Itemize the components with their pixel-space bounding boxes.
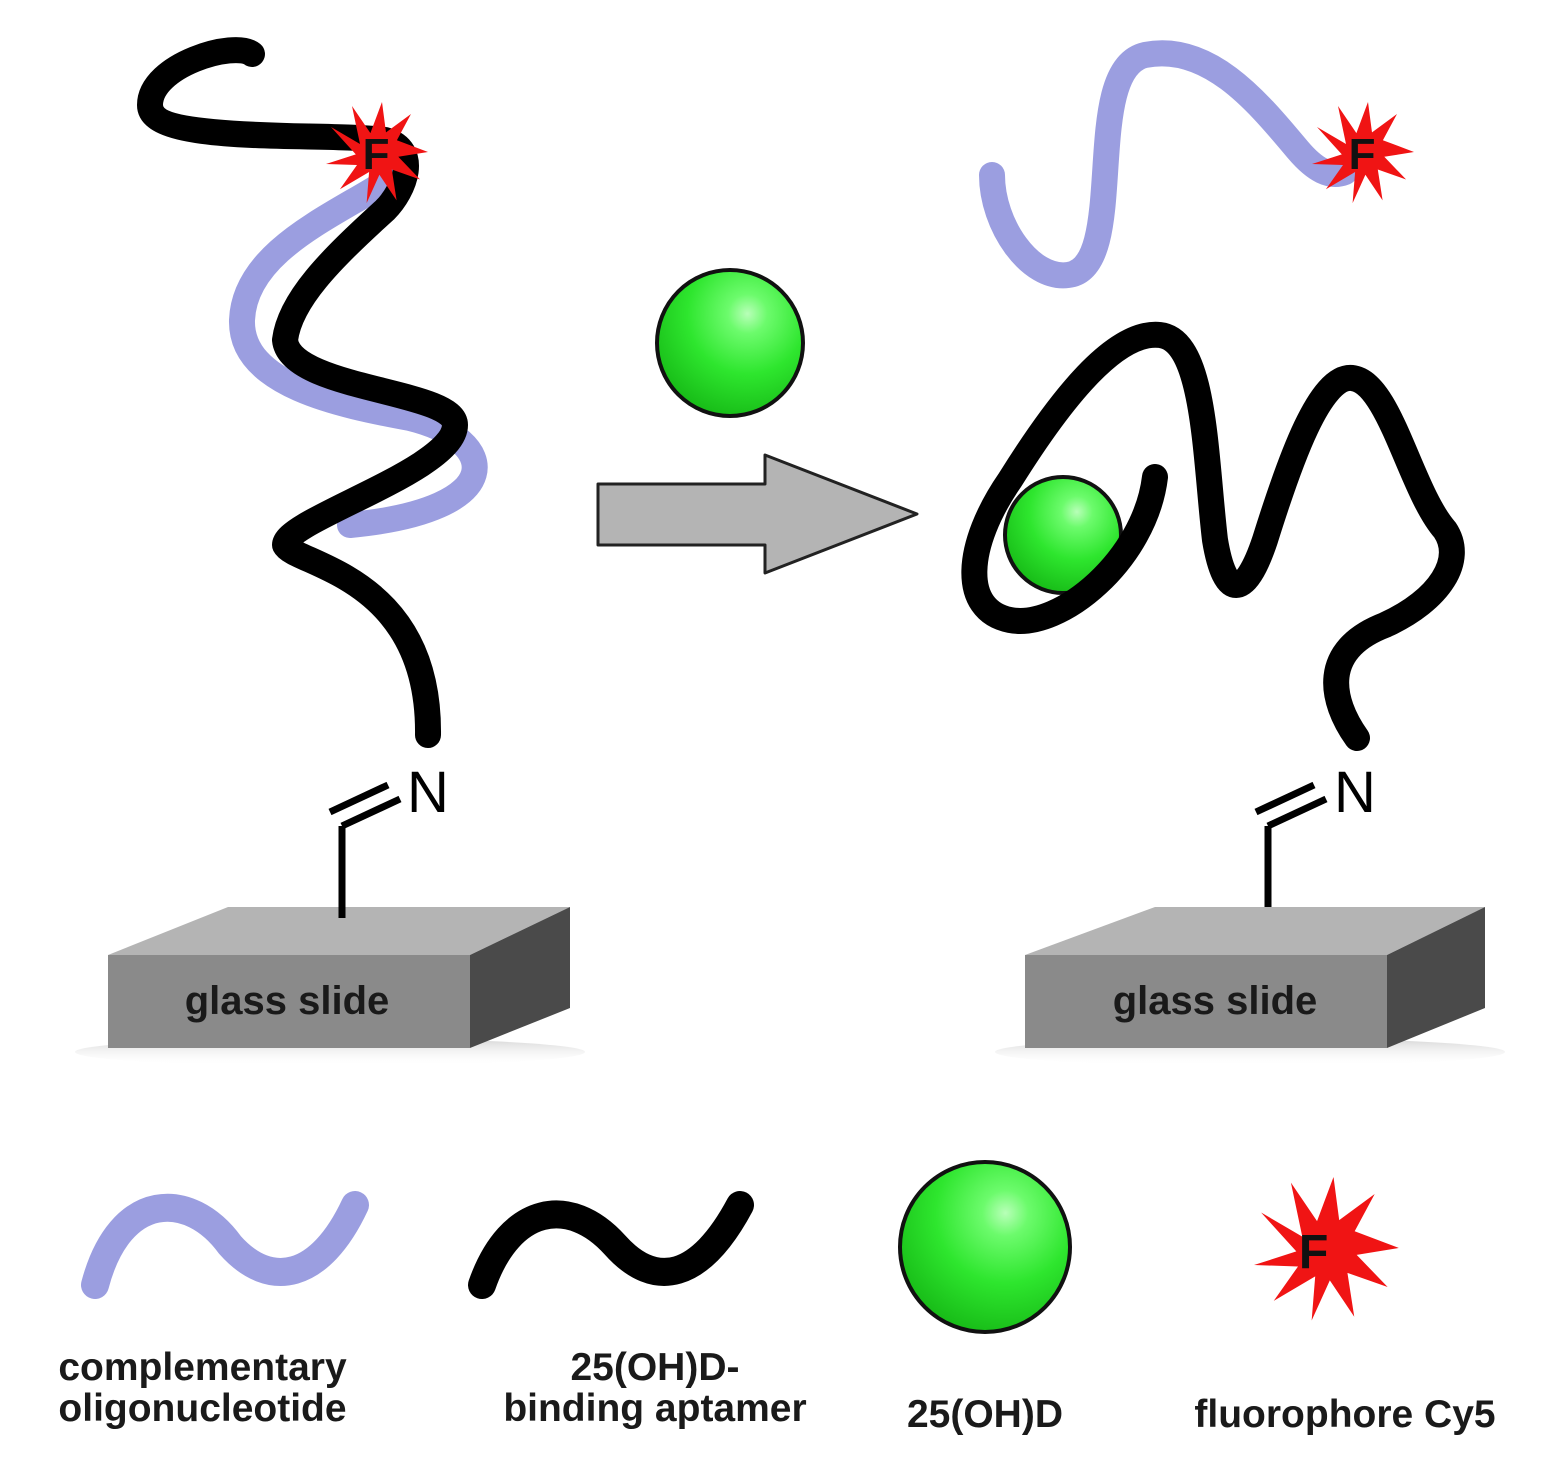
right-glass-slide: glass slide [995,907,1505,1066]
target-molecule-free [655,268,805,418]
legend-label-complementary-line1: complementary [58,1346,347,1389]
right-nitrogen-label: N [1334,760,1376,825]
left-complementary-strand [228,159,488,538]
right-panel: F N glass slide [961,40,1505,1066]
right-complementary-strand-released [979,40,1358,289]
left-slide-label: glass slide [185,979,390,1023]
right-fluorophore: F [1312,102,1414,204]
right-imine-linker [1254,781,1328,918]
left-fluorophore: F [326,102,428,204]
right-aptamer-strand-folded [961,321,1465,751]
legend-aptamer-strand-icon [468,1191,754,1299]
legend-label-complementary: complementary oligonucleotide [10,1347,395,1430]
right-slide-front [1025,955,1387,1048]
legend-fluorophore-icon: F [1254,1177,1399,1321]
legend-complementary-strand-icon [81,1191,369,1299]
left-slide-front [108,955,470,1048]
legend-target-molecule-icon [898,1160,1072,1334]
left-imine-linker [328,781,402,918]
left-fluorophore-letter: F [363,130,390,179]
legend-label-target: 25(OH)D [870,1393,1100,1436]
left-aptamer-strand [137,37,468,748]
right-slide-label: glass slide [1113,979,1318,1023]
legend-fluorophore-letter: F [1299,1225,1328,1279]
legend-symbols: F [81,1160,1399,1334]
right-slide-top [1025,907,1485,955]
left-slide-top [108,907,570,955]
legend-label-fluorophore: fluorophore Cy5 [1140,1393,1550,1436]
left-panel: glass slide N F [75,37,585,1066]
left-glass-slide: glass slide [75,907,585,1066]
legend-label-target-text: 25(OH)D [906,1393,1064,1436]
legend-label-complementary-line2: oligonucleotide [58,1387,347,1431]
legend-label-aptamer-line2: binding aptamer [503,1387,807,1431]
legend-label-aptamer-line1: 25(OH)D- [570,1346,740,1389]
left-slide-side [470,907,570,1048]
right-fluorophore-letter: F [1349,130,1376,179]
right-slide-side [1387,907,1485,1048]
reaction-arrow [596,453,919,575]
legend-label-aptamer: 25(OH)D- binding aptamer [450,1347,860,1430]
legend-label-fluorophore-text: fluorophore Cy5 [1194,1393,1496,1436]
center [596,268,919,575]
left-nitrogen-label: N [407,760,449,825]
